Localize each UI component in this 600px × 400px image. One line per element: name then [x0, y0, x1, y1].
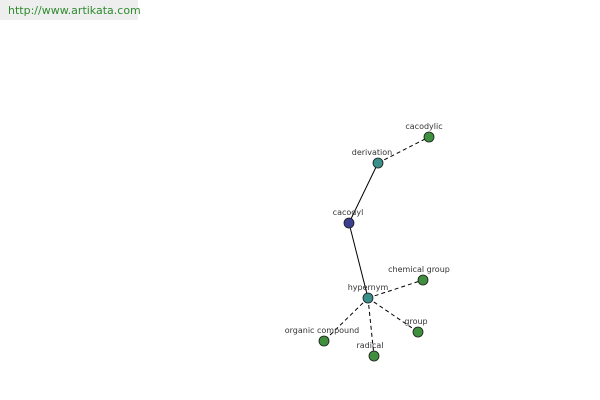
- node-chemical-group[interactable]: chemical group: [388, 265, 450, 286]
- node-label-radical[interactable]: radical: [356, 341, 383, 350]
- node-circle-cacodylic[interactable]: [423, 131, 435, 143]
- node-cacodylic[interactable]: cacodylic: [405, 122, 443, 143]
- edge-hypernym-chemical-group: [367, 279, 424, 299]
- node-group[interactable]: group: [404, 317, 428, 338]
- node-derivation[interactable]: derivation: [352, 148, 392, 169]
- node-circle-chemical-group[interactable]: [417, 274, 429, 286]
- node-cacodyl[interactable]: cacodyl: [333, 208, 364, 229]
- edge-cacodyl-derivation: [348, 162, 379, 224]
- node-radical[interactable]: radical: [356, 341, 384, 362]
- edge-cacodyl-hypernym: [348, 222, 369, 299]
- node-label-cacodyl[interactable]: cacodyl: [333, 208, 364, 217]
- node-circle-group[interactable]: [412, 326, 424, 338]
- edge-derivation-cacodylic: [377, 136, 430, 164]
- node-label-group[interactable]: group: [404, 317, 427, 326]
- graph-nodes: cacodyl derivation cacodylic hypernym chemic…: [285, 122, 450, 362]
- edge-hypernym-group: [367, 297, 419, 333]
- node-circle-radical[interactable]: [368, 350, 380, 362]
- edge-hypernym-organic-compound: [323, 297, 369, 342]
- node-circle-cacodyl[interactable]: [343, 217, 355, 229]
- node-label-hypernym[interactable]: hypernym: [348, 283, 389, 292]
- node-circle-organic-compound[interactable]: [318, 335, 330, 347]
- edge-hypernym-radical: [367, 297, 375, 357]
- node-label-cacodylic[interactable]: cacodylic: [405, 122, 442, 131]
- node-circle-derivation[interactable]: [372, 157, 384, 169]
- node-label-chemical-group[interactable]: chemical group: [388, 265, 450, 274]
- node-organic-compound[interactable]: organic compound: [285, 326, 360, 347]
- node-circle-hypernym[interactable]: [362, 292, 374, 304]
- node-label-derivation[interactable]: derivation: [352, 148, 392, 157]
- node-label-organic-compound[interactable]: organic compound: [285, 326, 360, 335]
- graph-edges: [323, 136, 430, 357]
- node-hypernym[interactable]: hypernym: [348, 283, 389, 304]
- source-url[interactable]: http://www.artikata.com: [0, 0, 141, 20]
